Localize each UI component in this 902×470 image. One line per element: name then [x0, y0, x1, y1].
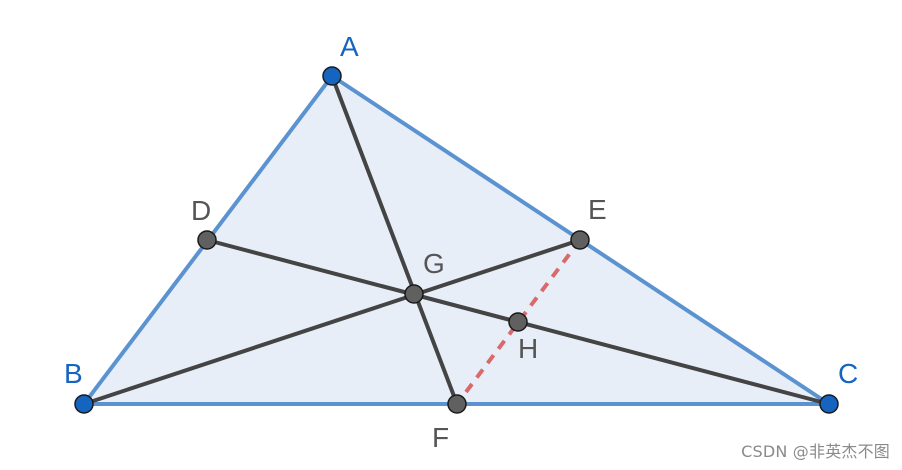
label-b: B: [64, 358, 83, 389]
label-g: G: [423, 248, 445, 279]
point-e[interactable]: [570, 230, 590, 250]
label-h: H: [518, 333, 538, 364]
label-f: F: [432, 422, 449, 453]
point-h[interactable]: [508, 312, 528, 332]
segment-af: [330, 74, 459, 406]
label-a: A: [340, 31, 359, 62]
watermark-text: CSDN @非英杰不图: [741, 442, 890, 461]
point-a[interactable]: [322, 66, 342, 86]
label-e: E: [588, 194, 607, 225]
point-b[interactable]: [74, 394, 94, 414]
point-c[interactable]: [819, 394, 839, 414]
point-d[interactable]: [197, 230, 217, 250]
segment-ef-dashed: [455, 238, 582, 406]
triangle-abc: [82, 74, 831, 406]
label-c: C: [838, 358, 858, 389]
segment-be: [82, 238, 582, 406]
label-d: D: [191, 195, 211, 226]
point-g[interactable]: [404, 284, 424, 304]
point-f[interactable]: [447, 394, 467, 414]
